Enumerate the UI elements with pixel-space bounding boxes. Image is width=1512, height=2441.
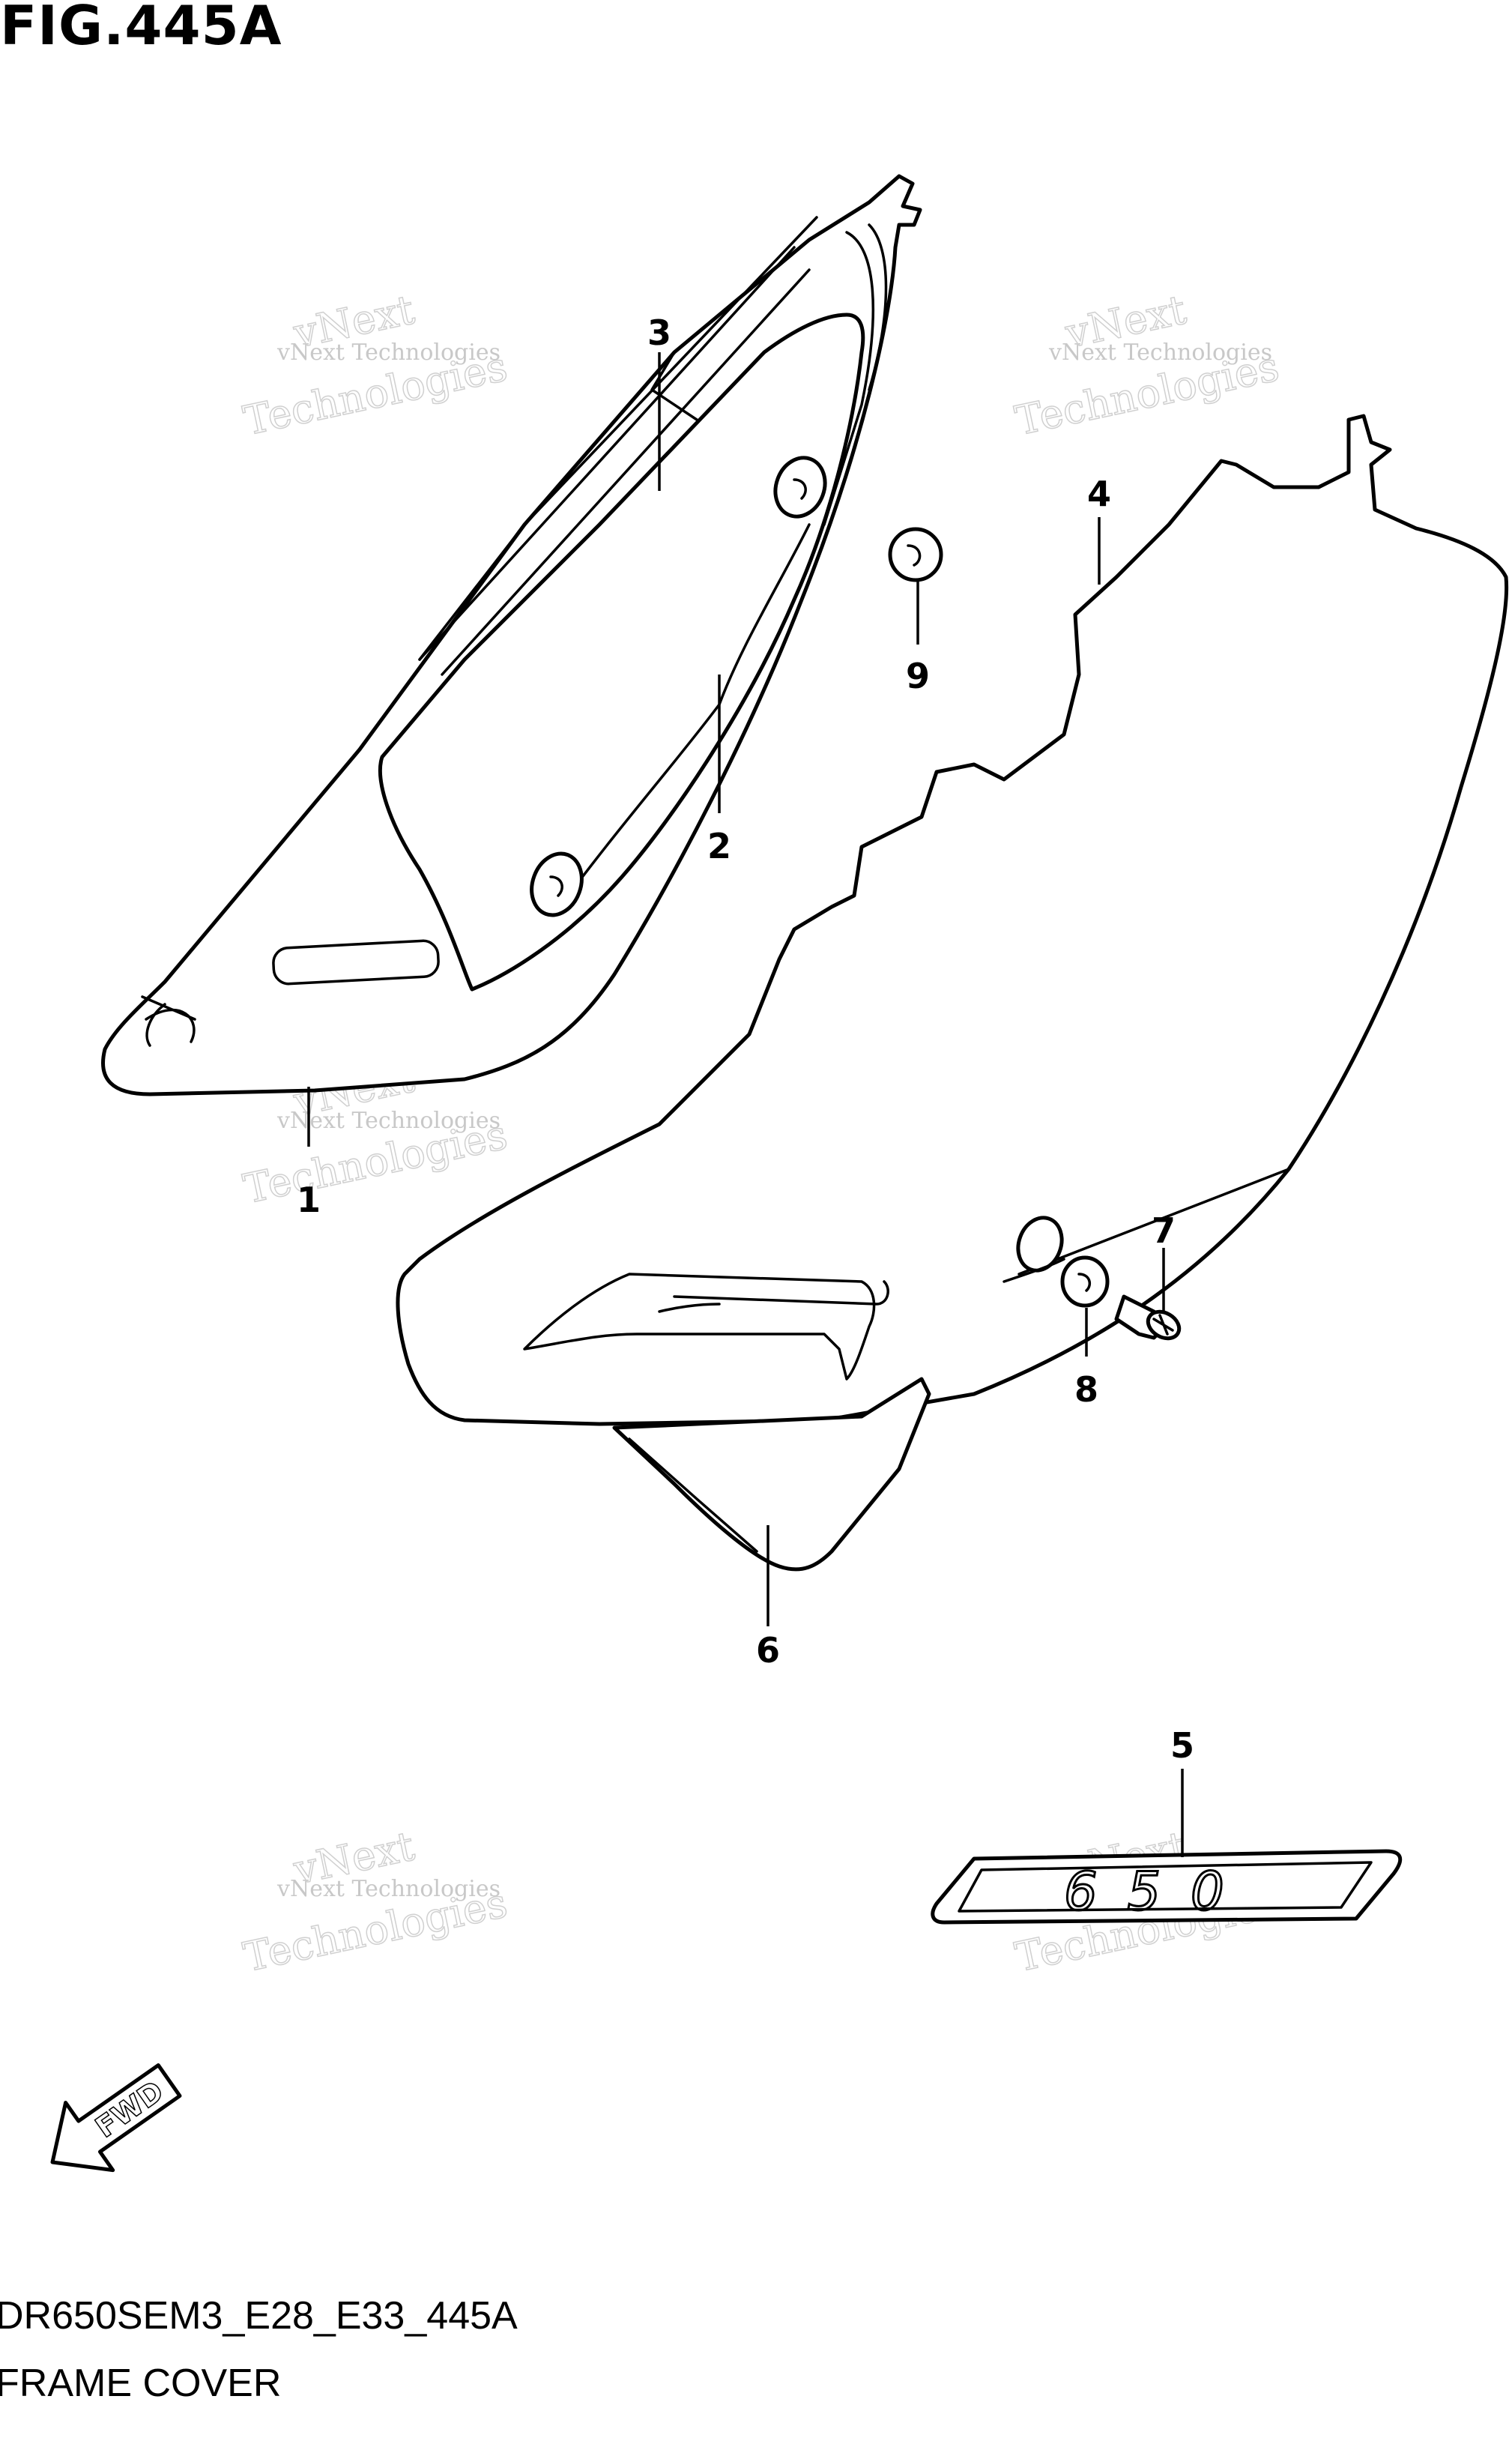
callout-2: 2 (707, 826, 731, 866)
callout-5: 5 (1170, 1725, 1194, 1766)
callout-8: 8 (1074, 1369, 1098, 1410)
callout-1: 1 (297, 1180, 321, 1220)
watermark-line: vNext Technologies (276, 1876, 501, 1902)
part-5-emblem[interactable]: 650 (931, 1849, 1403, 1925)
figure-code: DR650SEM3_E28_E33_445A (0, 2294, 518, 2338)
callout-3: 3 (647, 313, 671, 353)
figure-title: FIG.445A (0, 0, 282, 57)
watermark: vNext Technologies vNext Technologies (1011, 286, 1283, 445)
part-8-grommet[interactable] (1060, 1255, 1110, 1308)
callout-9: 9 (906, 656, 930, 696)
watermark-line: vNext Technologies (1048, 340, 1272, 366)
watermark: vNext Technologies vNext Technologies (239, 1822, 512, 1982)
callout-4: 4 (1087, 474, 1111, 514)
part-3-trim-strip[interactable] (418, 246, 811, 676)
callouts: 1 2 3 4 5 6 7 8 9 (297, 313, 1194, 1766)
figure-name: FRAME COVER (0, 2362, 282, 2405)
part-2-side-cover-panel[interactable] (272, 313, 865, 992)
fwd-arrow-icon: FWD (50, 2063, 182, 2173)
part-9-grommet[interactable] (888, 527, 943, 582)
part-7-screw[interactable] (1114, 1294, 1184, 1344)
watermark-line: vNext Technologies (276, 1108, 501, 1134)
part-4-frame-cover-right[interactable] (396, 414, 1509, 1426)
callout-7: 7 (1152, 1210, 1176, 1251)
leader-lines (307, 352, 1184, 1857)
emblem-text: 650 (1064, 1861, 1254, 1922)
part-6-lower-cover[interactable] (612, 1377, 931, 1572)
watermark: vNext Technologies vNext Technologies (239, 286, 512, 445)
callout-6: 6 (756, 1630, 780, 1671)
watermark-line: vNext Technologies (276, 340, 501, 366)
